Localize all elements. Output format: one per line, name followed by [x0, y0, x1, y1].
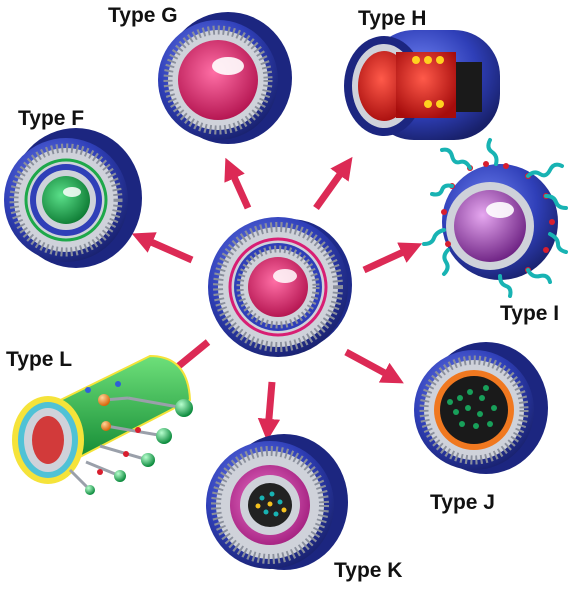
type-f-nanotube	[4, 128, 142, 268]
arrow-to-type-h	[313, 156, 353, 211]
arrow-to-type-g	[224, 157, 252, 210]
type-j-nanotube	[414, 342, 548, 474]
type-g-nanotube	[158, 12, 292, 144]
arrow-to-type-k	[257, 381, 281, 442]
type-h-nanotube	[344, 30, 500, 140]
arrow-to-type-i	[362, 242, 423, 274]
label-type-l: Type L	[6, 348, 73, 371]
arrow-to-type-f	[131, 232, 194, 264]
arrows	[131, 156, 423, 442]
label-type-i: Type I	[500, 302, 560, 325]
label-type-f: Type F	[18, 107, 85, 130]
center-nanotube	[208, 217, 352, 357]
arrow-to-type-j	[344, 348, 404, 384]
label-type-k: Type K	[334, 559, 403, 582]
type-l-nanotube	[12, 354, 193, 495]
type-k-nanotube	[206, 434, 348, 570]
label-type-h: Type H	[358, 7, 427, 30]
label-type-g: Type G	[108, 4, 178, 27]
type-i-nanotube	[422, 138, 568, 298]
label-type-j: Type J	[430, 491, 495, 514]
